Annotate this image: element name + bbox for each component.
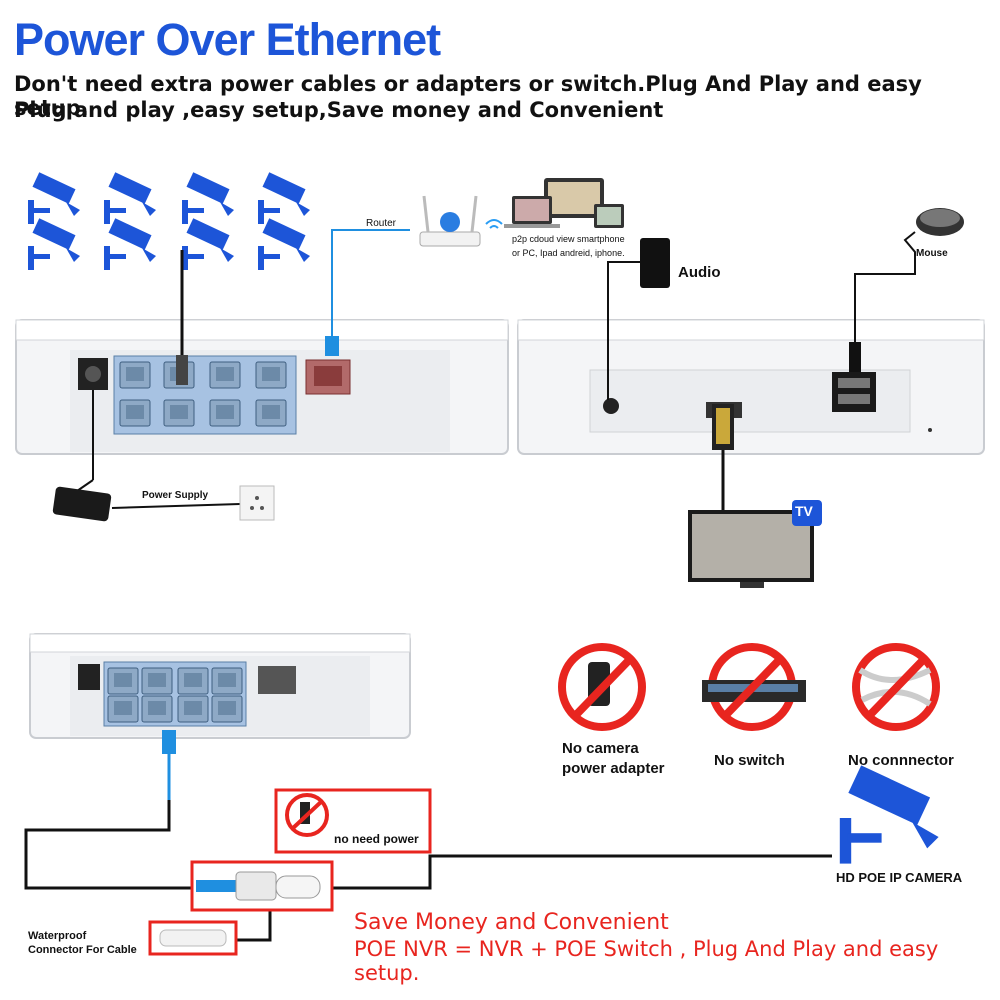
p2p-label-line-1: p2p cdoud view smartphone [512,234,625,244]
waterproof-label-1: Waterproof [28,930,87,942]
page-title: Power Over Ethernet [14,14,441,65]
devices-icon [504,178,624,228]
subtitle-line-2: Plug and play ,easy setup,Save money and… [14,98,664,122]
camera-icon [258,218,310,270]
camera-icon [104,172,156,224]
no-connector-icon [852,643,940,731]
no-adapter-label-2: power adapter [562,760,665,777]
nvr-back-bottom [29,633,411,739]
save-money-text: Save Money and Convenient [354,910,669,935]
tv-icon [688,500,822,588]
camera-label: HD POE IP CAMERA [836,870,963,885]
poe-camera-icon [839,765,939,864]
no-adapter-small-icon [285,793,329,837]
connector-highlight-box [190,860,334,912]
speaker-icon [640,238,670,288]
camera-icon [28,218,80,270]
waterproof-box [148,920,238,956]
no-need-power-box [274,788,432,854]
subtitle-line-1: Don't need extra power cables or adapter… [14,72,922,120]
camera-icon [182,218,234,270]
camera-icon [258,172,310,224]
audio-label: Audio [678,264,721,281]
mouse-icon [916,208,964,236]
router-icon [419,195,503,247]
camera-icon [28,172,80,224]
wall-outlet-icon [239,485,275,521]
poe-equation-text: POE NVR = NVR + POE Switch , Plug And Pl… [354,937,939,985]
nvr-back-left [15,319,509,455]
tv-label: TV [795,503,813,519]
no-switch-label: No switch [714,752,785,769]
power-supply-label: Power Supply [142,490,209,501]
no-adapter-label-1: No camera [562,740,639,757]
mouse-label: Mouse [916,248,948,259]
nvr-back-right [517,319,985,455]
no-adapter-icon [558,643,646,731]
power-adapter-icon [52,486,112,522]
camera-icon [104,218,156,270]
camera-icon [182,172,234,224]
no-connector-label: No connnector [848,752,954,769]
no-need-power-label: no need power [334,832,419,846]
no-switch-icon [702,643,806,731]
camera-icon-group [28,172,310,270]
waterproof-label-2: Connector For Cable [28,944,137,956]
p2p-label-line-2: or PC, Ipad andreid, iphone. [512,248,625,258]
router-label: Router [366,218,397,229]
